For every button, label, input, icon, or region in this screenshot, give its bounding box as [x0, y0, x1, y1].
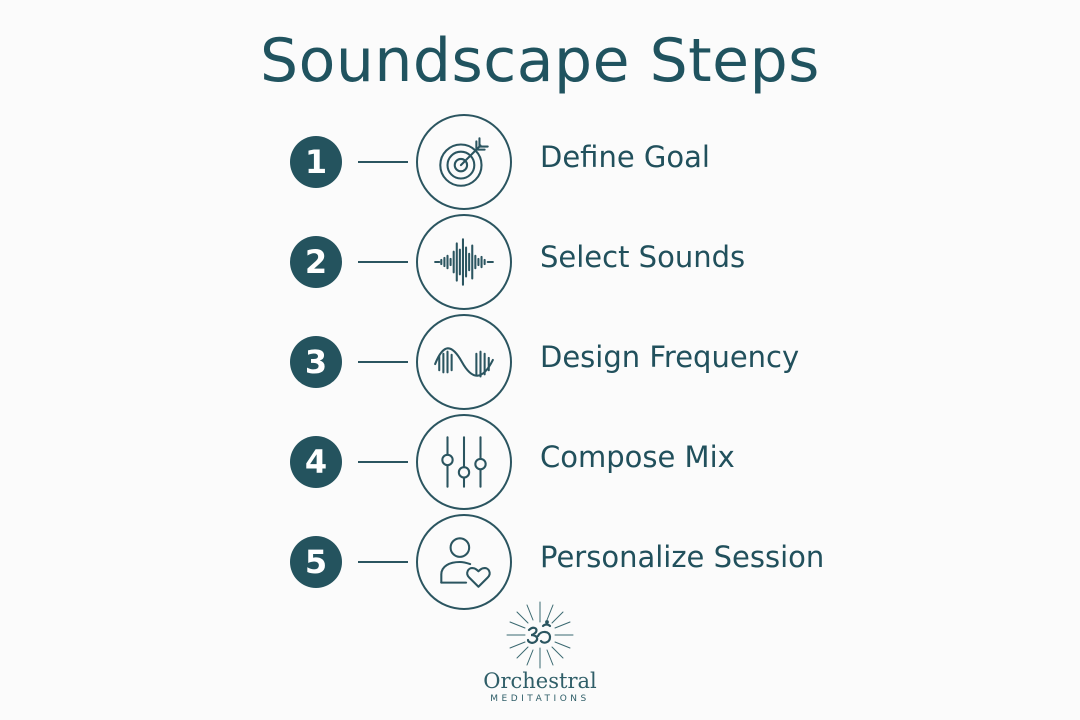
- step-number-badge: 1: [290, 136, 342, 188]
- step-number-badge: 2: [290, 236, 342, 288]
- connector-line: [358, 161, 408, 163]
- brand-logo: Orchestral MEDITATIONS: [440, 600, 640, 704]
- connector-line: [358, 561, 408, 563]
- step-number-badge: 3: [290, 336, 342, 388]
- person-heart-icon: [440, 537, 491, 588]
- brand-name: Orchestral: [483, 669, 597, 693]
- om-burst-icon: [506, 601, 574, 669]
- mixer-sliders-icon: [441, 436, 487, 488]
- step-number-badge: 4: [290, 436, 342, 488]
- target-arrow-icon: [439, 137, 489, 187]
- step-label: Compose Mix: [540, 440, 735, 474]
- icon-circle: [416, 214, 512, 310]
- step-item: 3 Design Frequency: [290, 312, 850, 412]
- icon-circle: [416, 514, 512, 610]
- icon-circle: [416, 314, 512, 410]
- brand-subtitle: MEDITATIONS: [490, 694, 590, 704]
- frequency-wave-icon: [434, 347, 494, 378]
- step-item: 5 Personalize Session: [290, 512, 850, 612]
- icon-circle: [416, 414, 512, 510]
- icon-circle: [416, 114, 512, 210]
- step-label: Select Sounds: [540, 240, 746, 274]
- connector-line: [358, 461, 408, 463]
- step-item: 4 Compose Mix: [290, 412, 850, 512]
- steps-list: 1 Define Goal 2 Select Sounds 3: [290, 112, 850, 612]
- step-label: Define Goal: [540, 140, 710, 174]
- page-title: Soundscape Steps: [260, 26, 820, 96]
- step-item: 2 Select Sounds: [290, 212, 850, 312]
- connector-line: [358, 261, 408, 263]
- step-label: Personalize Session: [540, 540, 825, 574]
- sound-wave-icon: [434, 238, 494, 286]
- step-label: Design Frequency: [540, 340, 800, 374]
- step-item: 1 Define Goal: [290, 112, 850, 212]
- connector-line: [358, 361, 408, 363]
- step-number-badge: 5: [290, 536, 342, 588]
